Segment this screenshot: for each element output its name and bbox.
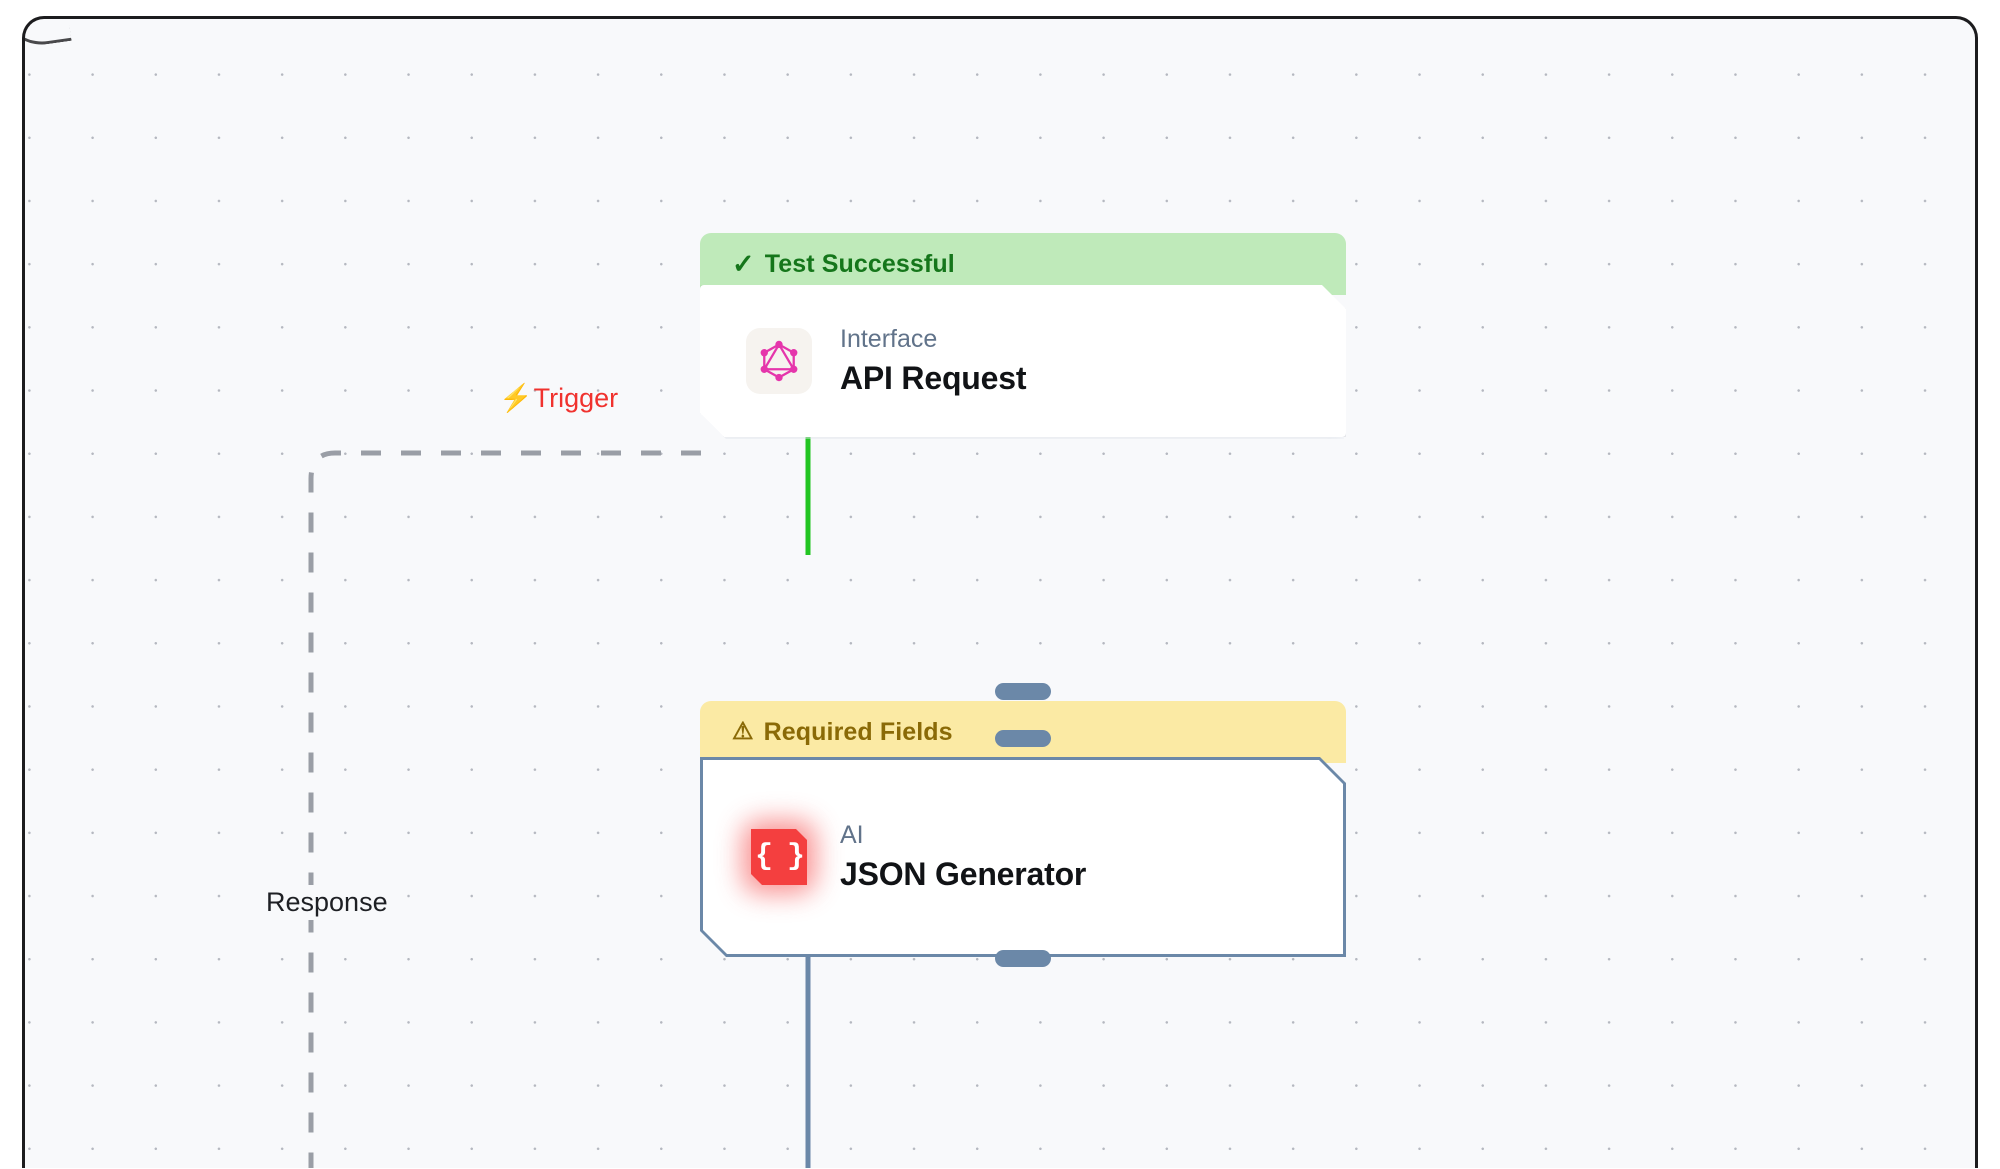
edge-label-trigger[interactable]: ⚡ Trigger bbox=[499, 383, 618, 414]
node-title: API Request bbox=[840, 359, 1027, 396]
trigger-response-dashed-edge[interactable] bbox=[308, 450, 701, 1168]
node-card-api-request[interactable]: Interface API Request bbox=[700, 285, 1346, 437]
node-kicker: AI bbox=[840, 821, 864, 850]
node-status-banner-warning[interactable]: ⚠ Required Fields bbox=[700, 701, 1346, 763]
node-status-banner-success[interactable]: ✓ Test Successful bbox=[700, 233, 1346, 295]
edge-label-response-text: Response bbox=[266, 887, 388, 917]
edge-label-response[interactable]: Response bbox=[256, 885, 398, 920]
node-api-request[interactable]: ✓ Test Successful bbox=[700, 233, 1346, 747]
check-icon: ✓ bbox=[732, 248, 755, 279]
node-json-generator[interactable]: ⚠ Required Fields { } AI JSON Generator bbox=[700, 683, 1346, 967]
edge-label-trigger-text: Trigger bbox=[533, 383, 619, 413]
dot-grid-background bbox=[25, 19, 1975, 1168]
canvas-frame[interactable]: ⚡ Trigger Response ✓ Test Successful bbox=[22, 16, 1978, 1168]
node-text-api-request: Interface API Request bbox=[840, 324, 1026, 397]
json-braces-icon: { } bbox=[746, 824, 812, 890]
node-port-output-api-request[interactable] bbox=[995, 730, 1051, 747]
node-kicker: Interface bbox=[840, 325, 938, 354]
edge-layer bbox=[308, 414, 811, 1168]
node-status-banner-label: Test Successful bbox=[764, 249, 955, 278]
warning-triangle-icon: ⚠ bbox=[732, 718, 754, 745]
graphql-icon bbox=[746, 328, 812, 394]
node-title: JSON Generator bbox=[840, 855, 1087, 892]
node-port-output-json-generator[interactable] bbox=[995, 950, 1051, 967]
node-port-input-json-generator[interactable] bbox=[995, 683, 1051, 700]
node-status-banner-label: Required Fields bbox=[763, 717, 953, 746]
json-icon-glyph: { } bbox=[751, 829, 807, 885]
node-card-json-generator[interactable]: { } AI JSON Generator bbox=[700, 757, 1346, 957]
lightning-bolt-icon: ⚡ bbox=[499, 383, 533, 413]
node-card-inner: { } AI JSON Generator bbox=[703, 760, 1343, 954]
node-text-json-generator: AI JSON Generator bbox=[840, 820, 1086, 893]
